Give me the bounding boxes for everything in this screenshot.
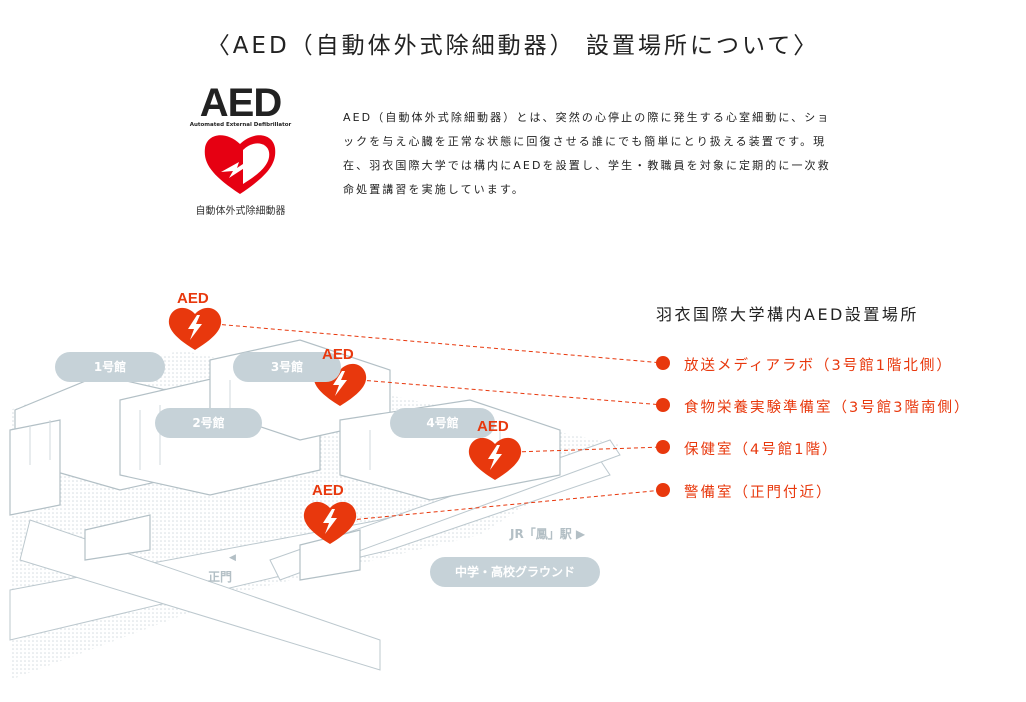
aed-logo: AED Automated External Defibrillator 自動体… xyxy=(183,81,298,219)
building-1-label: 1号館 xyxy=(55,352,165,382)
main-gate-label: 正門 xyxy=(208,570,233,584)
station-label: JR「鳳」駅 ▶ xyxy=(510,527,586,541)
aed-marker-label: AED xyxy=(322,346,354,363)
legend-item: 警備室（正門付近） xyxy=(684,481,833,502)
legend-item: 放送メディアラボ（3号館1階北側） xyxy=(684,354,953,375)
legend-item-label: 保健室（4号館1階） xyxy=(684,442,839,458)
aed-logo-jp: 自動体外式除細動器 xyxy=(195,206,286,217)
legend-dot xyxy=(656,483,670,497)
legend-dot xyxy=(656,398,670,412)
gate-arrow-icon: ◀ xyxy=(229,553,236,563)
ground-label: 中学・高校グラウンド xyxy=(430,557,600,587)
legend-item: 保健室（4号館1階） xyxy=(684,438,838,459)
aed-description: AED（自動体外式除細動器）とは、突然の心停止の際に発生する心室細動に、ショック… xyxy=(343,111,831,196)
page-title: 〈AED（自動体外式除細動器） 設置場所について〉 xyxy=(206,33,820,59)
legend-item-label: 食物栄養実験準備室（3号館3階南側） xyxy=(684,400,971,416)
building-4-label: 4号館 xyxy=(390,408,495,438)
building-2-label: 2号館 xyxy=(155,408,262,438)
aed-marker-label: AED xyxy=(312,482,344,499)
legend-dot xyxy=(656,356,670,370)
building-3-label: 3号館 xyxy=(233,352,341,382)
legend-item: 食物栄養実験準備室（3号館3階南側） xyxy=(684,396,970,417)
aed-logo-subtitle: Automated External Defibrillator xyxy=(189,122,292,128)
legend-title: 羽衣国際大学構内AED設置場所 xyxy=(656,305,919,324)
aed-marker-label: AED xyxy=(177,290,209,307)
legend-dot xyxy=(656,440,670,454)
aed-marker-label: AED xyxy=(477,418,509,435)
aed-logo-text: AED xyxy=(199,81,282,125)
legend-item-label: 放送メディアラボ（3号館1階北側） xyxy=(684,358,953,374)
heart-bolt-icon xyxy=(204,135,276,194)
legend-item-label: 警備室（正門付近） xyxy=(684,485,833,501)
campus-map xyxy=(9,307,670,680)
